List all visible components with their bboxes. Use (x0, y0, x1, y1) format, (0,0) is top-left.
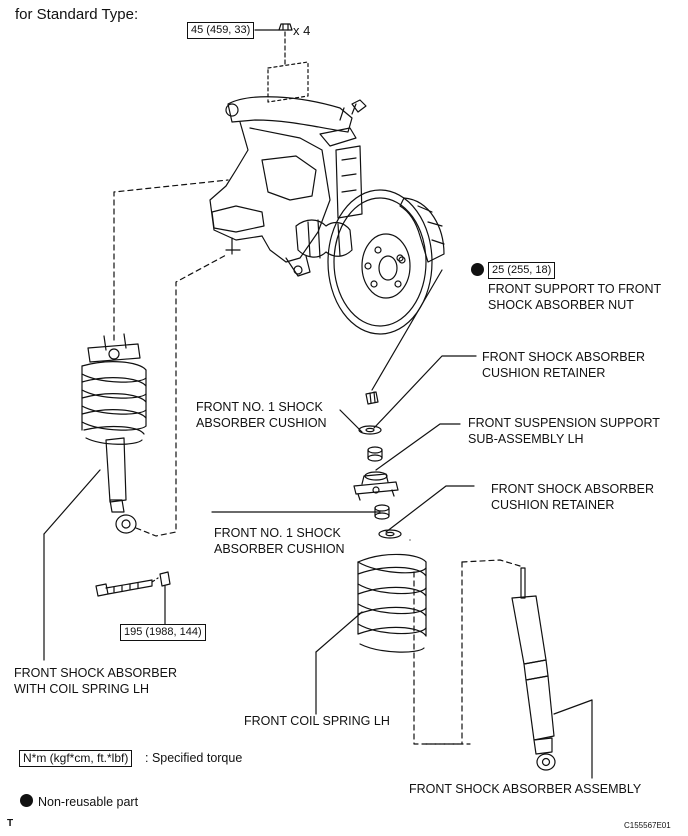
lower-retainer-icon (378, 529, 402, 539)
upper-cushion-icon (367, 446, 383, 462)
legend-unit-box: N*m (kgf*cm, ft.*lbf) (19, 750, 133, 767)
nonreusable-marker-icon (471, 263, 484, 276)
legend-nonreusable-icon (20, 794, 33, 807)
label-coil-spring: FRONT COIL SPRING LH (244, 714, 390, 728)
legend-unit-text: : Specified torque (145, 751, 243, 765)
lower-nut-icon (159, 571, 171, 587)
label-support-nut-1: FRONT SUPPORT TO FRONT (488, 282, 662, 296)
upper-retainer-icon (358, 425, 382, 435)
page-title: for Standard Type: (15, 6, 139, 23)
torque-nut-box: 25 (255, 18) (488, 262, 556, 279)
label-retainer-upper-1: FRONT SHOCK ABSORBER (482, 350, 645, 364)
label-absorber-assembly: FRONT SHOCK ABSORBER ASSEMBLY (409, 782, 642, 796)
coil-spring-drawing (357, 553, 427, 653)
label-support-sub-1: FRONT SUSPENSION SUPPORT (468, 416, 660, 430)
figure-code: C155567E01 (624, 821, 671, 830)
label-cushion-lower-1: FRONT NO. 1 SHOCK (214, 526, 341, 540)
knuckle-assembly (209, 61, 445, 335)
label-cushion-upper-1: FRONT NO. 1 SHOCK (196, 400, 323, 414)
torque-top-qty: x 4 (293, 23, 311, 38)
label-retainer-lower-1: FRONT SHOCK ABSORBER (491, 482, 654, 496)
label-retainer-upper-2: CUSHION RETAINER (482, 366, 606, 380)
label-support-nut-2: SHOCK ABSORBER NUT (488, 298, 634, 312)
shock-with-coil-drawing (81, 333, 147, 534)
support-subassembly-icon (353, 471, 399, 501)
label-retainer-lower-2: CUSHION RETAINER (491, 498, 615, 512)
torque-lower-box: 195 (1988, 144) (120, 624, 206, 641)
shock-absorber-drawing (511, 567, 556, 771)
label-absorber-coil-2: WITH COIL SPRING LH (14, 682, 149, 696)
legend-nonreusable-text: Non-reusable part (38, 795, 139, 809)
label-cushion-lower-2: ABSORBER CUSHION (214, 542, 345, 556)
lower-bolt-icon (95, 579, 153, 597)
label-absorber-coil-1: FRONT SHOCK ABSORBER (14, 666, 177, 680)
footer-left-mark: T (7, 818, 14, 829)
torque-top-box: 45 (459, 33) (187, 22, 255, 39)
support-nut-icon (365, 391, 379, 405)
top-nut-icon (278, 23, 293, 31)
label-cushion-upper-2: ABSORBER CUSHION (196, 416, 327, 430)
label-support-sub-2: SUB-ASSEMBLY LH (468, 432, 584, 446)
